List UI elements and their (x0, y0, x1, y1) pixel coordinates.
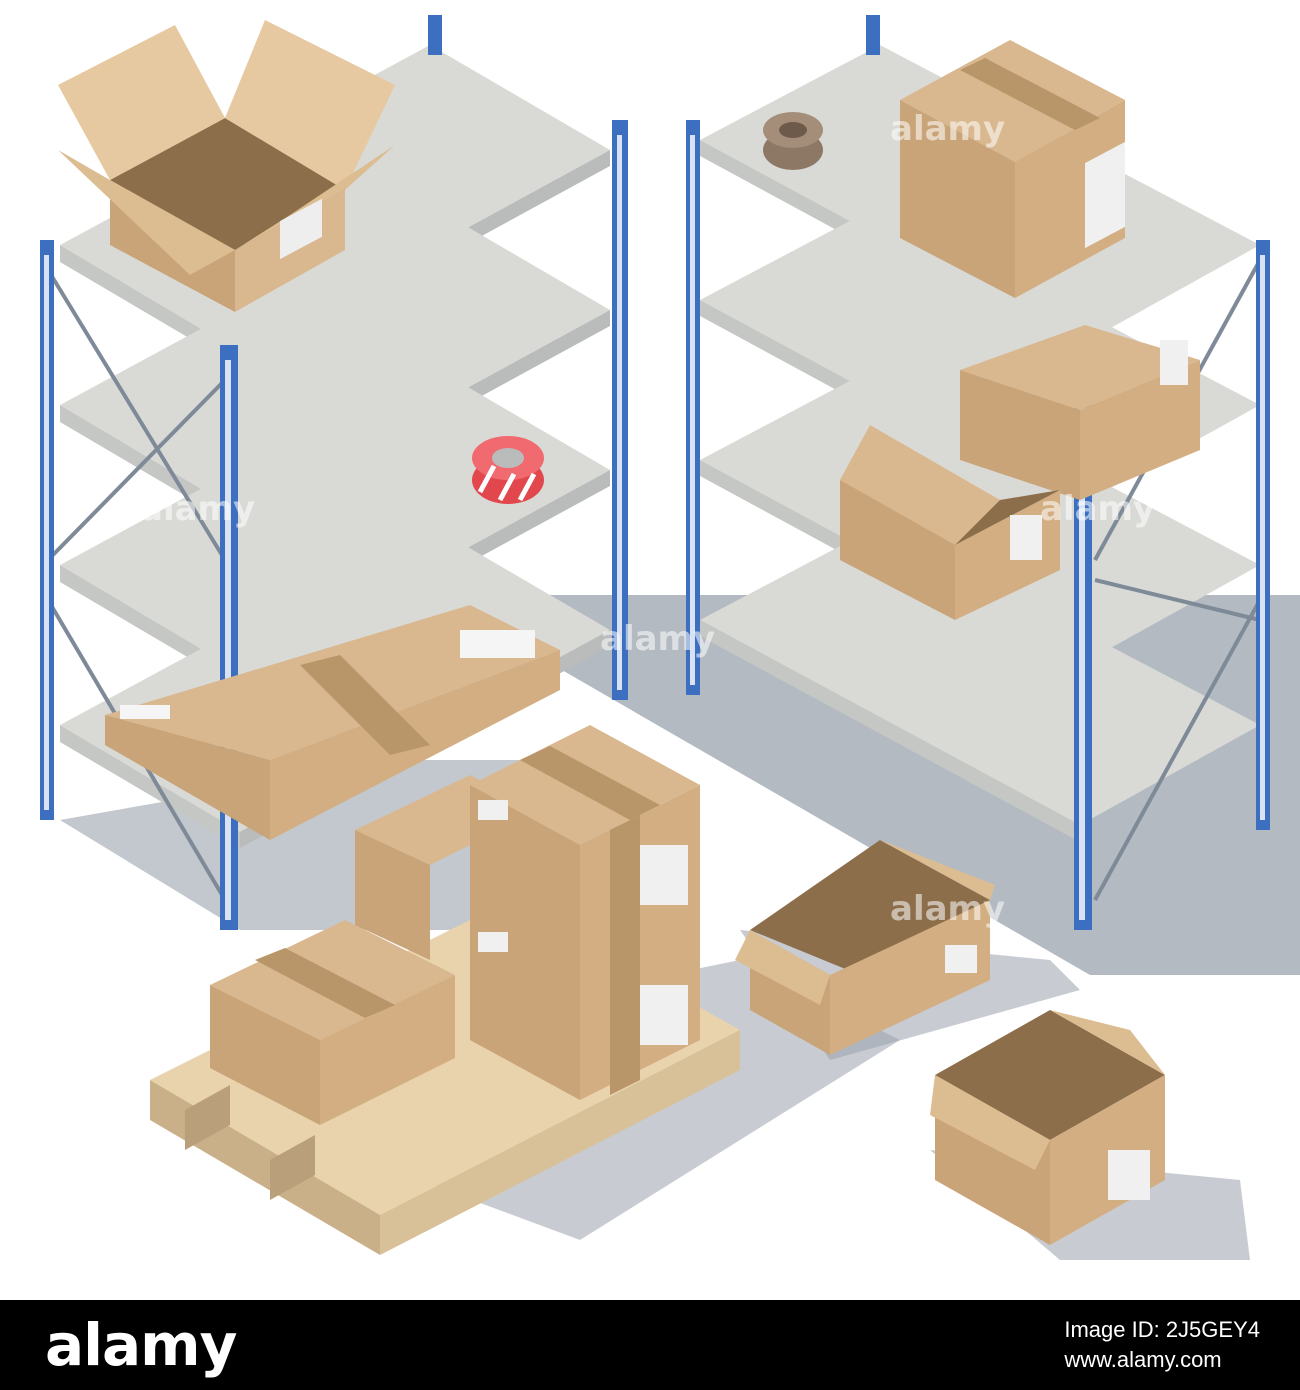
watermark-text: alamy (600, 619, 715, 659)
warning-tape-roll (472, 436, 544, 504)
watermark-text: alamy (140, 489, 255, 529)
right-shelving-unit (686, 15, 1270, 930)
warehouse-illustration: alamy alamy alamy alamy alamy (40, 15, 1300, 1260)
watermark-text: alamy (890, 109, 1005, 149)
watermark: alamy alamy alamy alamy alamy (140, 109, 1155, 929)
right-shelf-levels (700, 45, 1260, 842)
alamy-logo: alamy (45, 1311, 237, 1379)
sealed-box-middle-right (960, 325, 1200, 500)
long-flat-box (105, 605, 560, 840)
open-box-middle-right (840, 425, 1060, 620)
image-id: Image ID: 2J5GEY4 (1064, 1317, 1260, 1342)
brown-tape-roll (763, 112, 823, 170)
watermark-text: alamy (1040, 489, 1155, 529)
footer-bar: alamy Image ID: 2J5GEY4 www.alamy.com (0, 1300, 1300, 1390)
open-box-top-left (58, 20, 395, 312)
open-box-floor-right (930, 1010, 1165, 1245)
pallet-tall-box (470, 725, 700, 1100)
sealed-box-top-right (900, 40, 1125, 298)
image-meta: Image ID: 2J5GEY4 www.alamy.com (1064, 1315, 1260, 1375)
left-shelving-unit (40, 15, 628, 930)
open-box-floor-center (735, 840, 995, 1055)
watermark-text: alamy (890, 889, 1005, 929)
pallet-box-low (210, 920, 455, 1125)
site-url: www.alamy.com (1064, 1347, 1222, 1372)
